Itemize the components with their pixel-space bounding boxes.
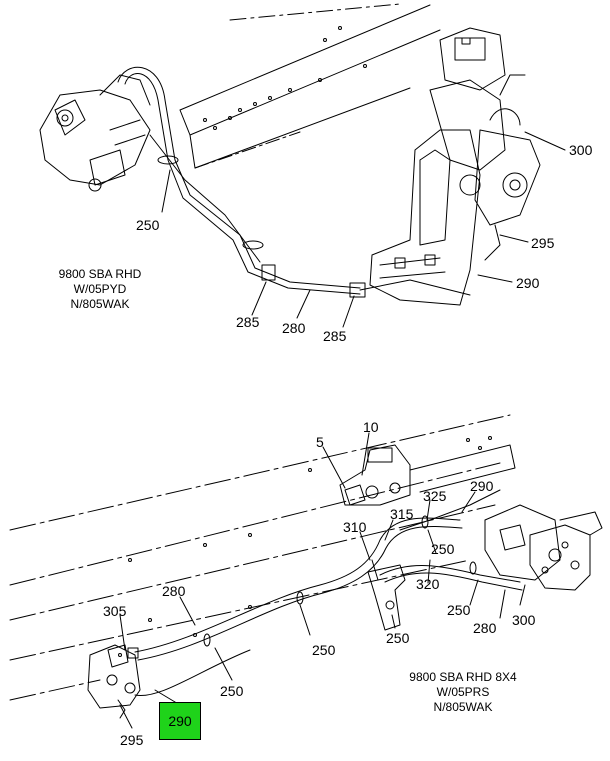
highlighted-part-label: 290 [168,713,192,729]
callout-325-bottom: 325 [423,488,447,504]
callout-280-top: 280 [282,320,306,336]
callout-280b-bottom: 280 [473,620,497,636]
callout-315-bottom: 315 [390,506,414,522]
callout-320-bottom: 320 [416,576,440,592]
callout-250e-bottom: 250 [220,683,244,699]
top-right-compressor [429,27,541,261]
callout-290-bottom: 290 [470,478,494,494]
top-right-bracket [369,129,481,306]
top-left-valve [39,74,151,192]
callout-250b-bottom: 250 [447,602,471,618]
bottom-caption-line-3: N/805WAK [433,700,493,714]
bottom-bracket-center [367,559,406,631]
callout-5-bottom: 5 [316,434,324,450]
top-lines [117,66,471,298]
top-leader-lines [161,131,566,328]
bottom-left-valve [87,644,141,719]
callout-305-bottom: 305 [103,603,127,619]
callout-310-bottom: 310 [343,519,367,535]
top-caption-line-3: N/805WAK [70,297,130,311]
callout-295-bottom: 295 [120,732,144,748]
callout-250a-bottom: 250 [431,541,455,557]
callout-285a-top: 285 [236,314,260,330]
callout-250c-bottom: 250 [386,630,410,646]
bottom-lines [134,489,523,697]
callout-300-top: 300 [569,142,593,158]
top-frame-rail [179,3,441,169]
callout-290-top: 290 [516,275,540,291]
bottom-caption-line-2: W/05PRS [436,685,490,699]
bottom-caption-line-1: 9800 SBA RHD 8X4 [409,670,517,684]
top-view-caption: 9800 SBA RHD W/05PYD N/805WAK [45,267,155,312]
callout-280a-bottom: 280 [162,583,186,599]
top-caption-line-1: 9800 SBA RHD [58,267,142,281]
bottom-right-valve [484,504,603,591]
callout-285b-top: 285 [323,328,347,344]
callout-250-top: 250 [136,217,160,233]
callout-250d-bottom: 250 [312,642,336,658]
bottom-frame-rail [9,414,516,701]
callout-10-bottom: 10 [363,419,379,435]
callout-295-top: 295 [531,235,555,251]
callout-300-bottom: 300 [512,612,536,628]
bottom-leader-lines [119,432,526,729]
bottom-compressor [339,444,411,506]
top-caption-line-2: W/05PYD [73,282,127,296]
bottom-view-caption: 9800 SBA RHD 8X4 W/05PRS N/805WAK [398,670,528,715]
highlighted-part-290: 290 [159,702,201,740]
